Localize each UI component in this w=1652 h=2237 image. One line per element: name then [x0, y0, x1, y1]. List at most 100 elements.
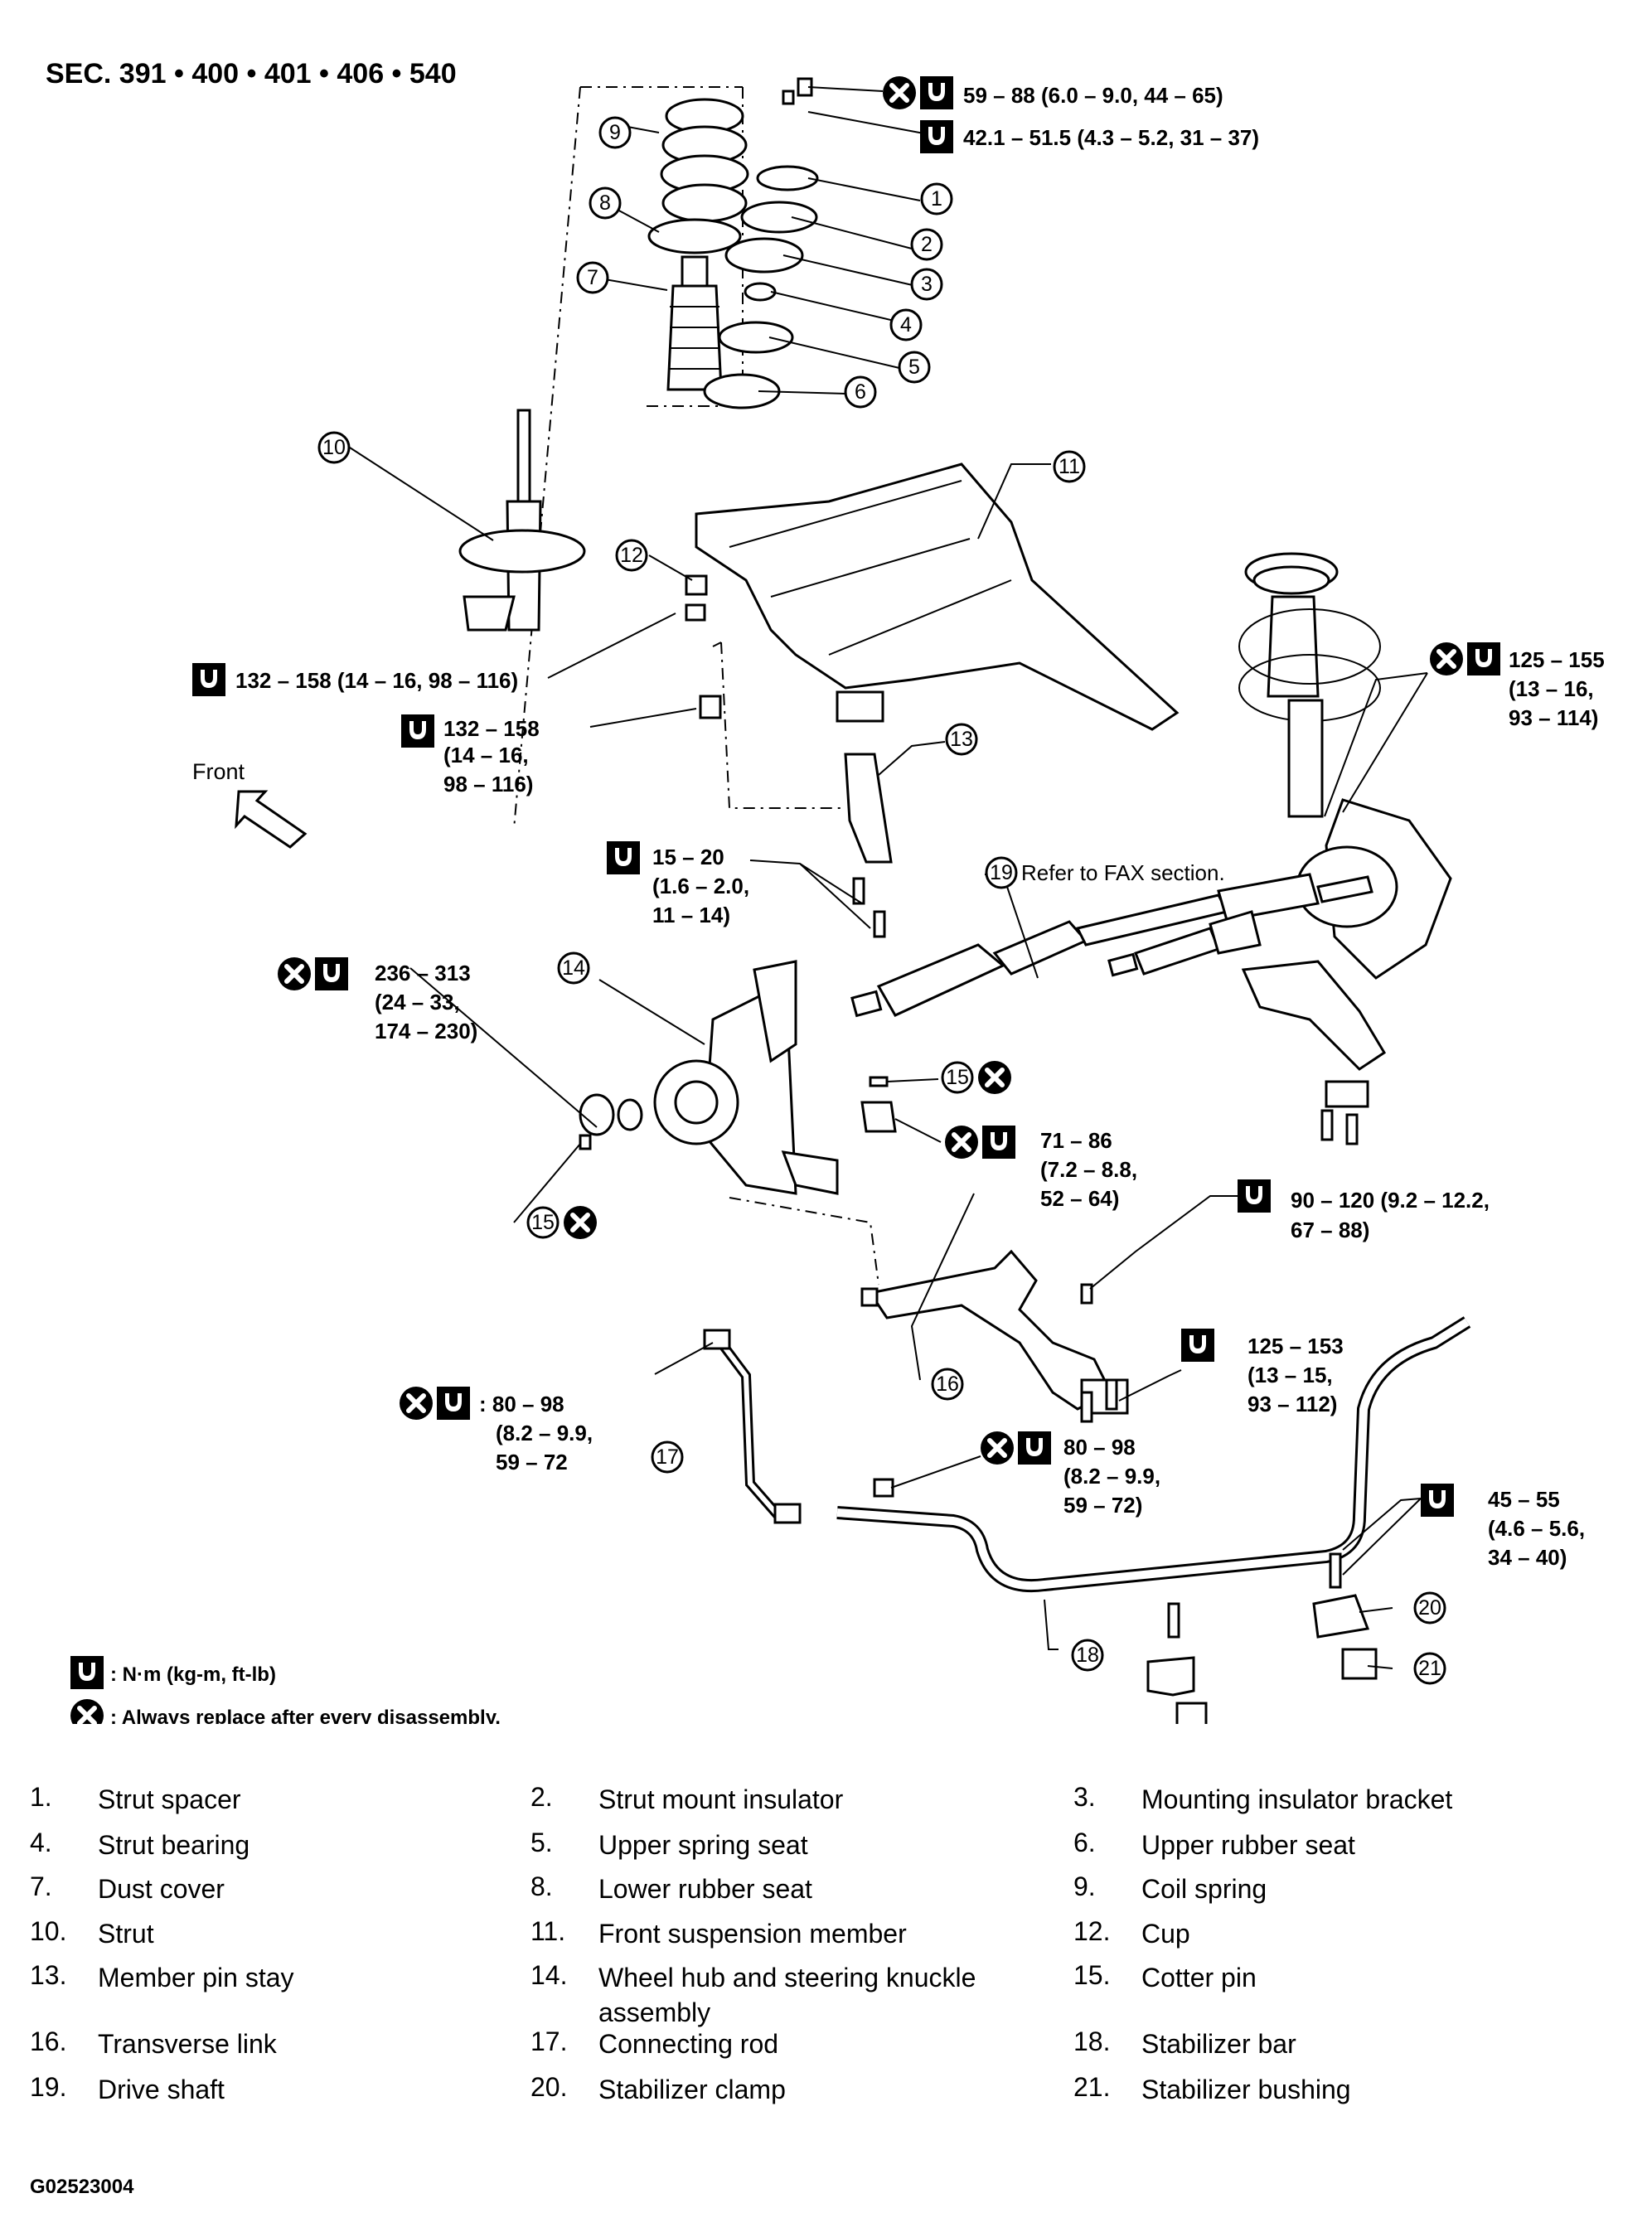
legend-torque-text: : N·m (kg-m, ft-lb) — [110, 1663, 276, 1686]
stabilizer-bushing-part — [1175, 1648, 1378, 1724]
torque-wrench-icon — [1018, 1431, 1051, 1465]
cup-part — [685, 574, 722, 719]
exploded-suspension-diagram: SEC. 391 • 400 • 401 • 406 • 540 — [46, 58, 1605, 1724]
parts-list-name: Lower rubber seat — [598, 1874, 812, 1904]
section-label: SEC. 391 • 400 • 401 • 406 • 540 — [46, 58, 457, 90]
wheel-hub-steering-knuckle-part — [579, 960, 839, 1195]
callout-20: 20 — [1413, 1591, 1446, 1624]
svg-text:174 – 230): 174 – 230) — [375, 1019, 477, 1043]
svg-text:(7.2 – 8.8,: (7.2 – 8.8, — [1040, 1157, 1137, 1182]
callout-13: 13 — [945, 723, 978, 756]
svg-text:15: 15 — [531, 1211, 555, 1234]
torque-wrench-icon — [1181, 1329, 1214, 1362]
stabilizer-bar-part — [836, 1316, 1471, 1592]
parts-list-number: 4. — [30, 1828, 52, 1857]
cotter-pin-part — [869, 1076, 889, 1087]
callout-21: 21 — [1413, 1652, 1446, 1685]
parts-list-name: Front suspension member — [598, 1919, 907, 1949]
callout-15-left: 15 — [526, 1206, 560, 1239]
svg-text:19: 19 — [990, 861, 1013, 884]
svg-text:14: 14 — [562, 956, 585, 980]
figure-id: G02523004 — [30, 2176, 134, 2198]
replace-icon — [945, 1126, 978, 1159]
parts-list-number: 14. — [530, 1960, 568, 1990]
torque-callout-10: 125 – 153 (13 – 15, 93 – 112) — [1181, 1329, 1344, 1416]
parts-list-number: 19. — [30, 2072, 67, 2102]
replace-icon — [70, 1699, 104, 1724]
svg-text:4: 4 — [900, 313, 912, 337]
callout-3: 3 — [910, 268, 943, 301]
svg-text:59 – 72: 59 – 72 — [496, 1450, 568, 1474]
torque-wrench-icon — [70, 1656, 104, 1689]
parts-list-name: Stabilizer clamp — [598, 2075, 786, 2104]
parts-list-name: Mounting insulator bracket — [1141, 1784, 1453, 1814]
parts-list-number: 17. — [530, 2026, 568, 2056]
svg-text:5: 5 — [908, 356, 920, 379]
connecting-rod-part — [703, 1329, 802, 1524]
mounting-insulator-bracket-part — [724, 237, 804, 274]
callout-19: 19 — [985, 856, 1018, 889]
replace-icon — [981, 1431, 1014, 1465]
torque-callout-6: 15 – 20 (1.6 – 2.0, 11 – 14) — [607, 841, 749, 927]
torque-wrench-icon — [192, 663, 225, 696]
parts-list-name: Stabilizer bar — [1141, 2029, 1296, 2059]
callout-8: 8 — [589, 186, 622, 220]
replace-icon — [278, 957, 311, 990]
callout-14: 14 — [557, 951, 590, 985]
leader-lines — [349, 86, 1428, 1669]
parts-list-name: Connecting rod — [598, 2029, 779, 2059]
svg-text:67 – 88): 67 – 88) — [1291, 1218, 1369, 1242]
svg-text:(1.6 – 2.0,: (1.6 – 2.0, — [652, 874, 749, 898]
svg-text:93 – 112): 93 – 112) — [1247, 1392, 1337, 1416]
svg-text:15 – 20: 15 – 20 — [652, 845, 724, 869]
callout-2: 2 — [910, 228, 943, 261]
torque-wrench-icon — [1467, 642, 1500, 675]
svg-text:59 – 88 (6.0 – 9.0, 44 – 65): 59 – 88 (6.0 – 9.0, 44 – 65) — [963, 83, 1223, 108]
svg-text:93 – 114): 93 – 114) — [1509, 705, 1598, 730]
parts-list-number: 16. — [30, 2026, 67, 2056]
parts-list-name: Coil spring — [1141, 1874, 1267, 1904]
svg-text:90 – 120 (9.2 – 12.2,: 90 – 120 (9.2 – 12.2, — [1291, 1188, 1490, 1213]
callout-9: 9 — [598, 116, 632, 149]
legend-replace-text: : Always replace after every disassembly… — [110, 1707, 501, 1724]
replace-icon — [400, 1387, 433, 1420]
assembled-knuckle-part — [1241, 798, 1452, 1145]
torque-callout-5: 125 – 155 (13 – 16, 93 – 114) — [1430, 642, 1605, 730]
coil-spring-part — [660, 98, 749, 223]
torque-callout-12: 80 – 98 (8.2 – 9.9, 59 – 72) — [981, 1431, 1160, 1518]
callout-10: 10 — [317, 431, 351, 464]
parts-list-name: Strut spacer — [98, 1784, 241, 1814]
svg-text:(8.2 – 9.9,: (8.2 – 9.9, — [496, 1421, 593, 1445]
torque-wrench-icon — [607, 841, 640, 874]
torque-wrench-icon — [920, 76, 953, 109]
torque-wrench-icon — [982, 1126, 1015, 1159]
svg-text:3: 3 — [921, 273, 933, 296]
upper-spring-seat-part — [718, 321, 794, 354]
parts-list-number: 11. — [530, 1916, 566, 1946]
stabilizer-link-nut-part — [873, 1478, 894, 1498]
parts-list-name: Drive shaft — [98, 2075, 225, 2104]
dust-cover-part — [666, 255, 723, 391]
svg-text:236 – 313: 236 – 313 — [375, 961, 471, 985]
svg-text:21: 21 — [1418, 1657, 1441, 1680]
svg-text:11: 11 — [1059, 455, 1080, 478]
svg-text:45 – 55: 45 – 55 — [1488, 1487, 1560, 1512]
parts-list-number: 10. — [30, 1916, 67, 1946]
torque-callout-13: 45 – 55 (4.6 – 5.6, 34 – 40) — [1421, 1484, 1585, 1570]
torque-callout-8: 71 – 86 (7.2 – 8.8, 52 – 64) — [945, 1126, 1137, 1211]
svg-text:(4.6 – 5.6,: (4.6 – 5.6, — [1488, 1516, 1585, 1541]
parts-list-number: 3. — [1073, 1782, 1096, 1812]
callout-11: 11 — [1053, 450, 1086, 483]
torque-wrench-icon — [1421, 1484, 1454, 1517]
washer-part — [782, 90, 795, 105]
parts-list-number: 7. — [30, 1871, 52, 1901]
strut-bearing-part — [744, 282, 777, 302]
parts-list-name: Upper spring seat — [598, 1830, 808, 1860]
replace-icon — [978, 1061, 1011, 1094]
callout-7: 7 — [576, 261, 609, 294]
torque-callout-3: 132 – 158 (14 – 16, 98 – 116) — [192, 663, 518, 696]
replace-icon — [564, 1206, 597, 1239]
callout-18: 18 — [1071, 1639, 1104, 1672]
assembled-strut-part — [1238, 552, 1381, 818]
torque-callout-15-left-replace — [564, 1206, 597, 1239]
